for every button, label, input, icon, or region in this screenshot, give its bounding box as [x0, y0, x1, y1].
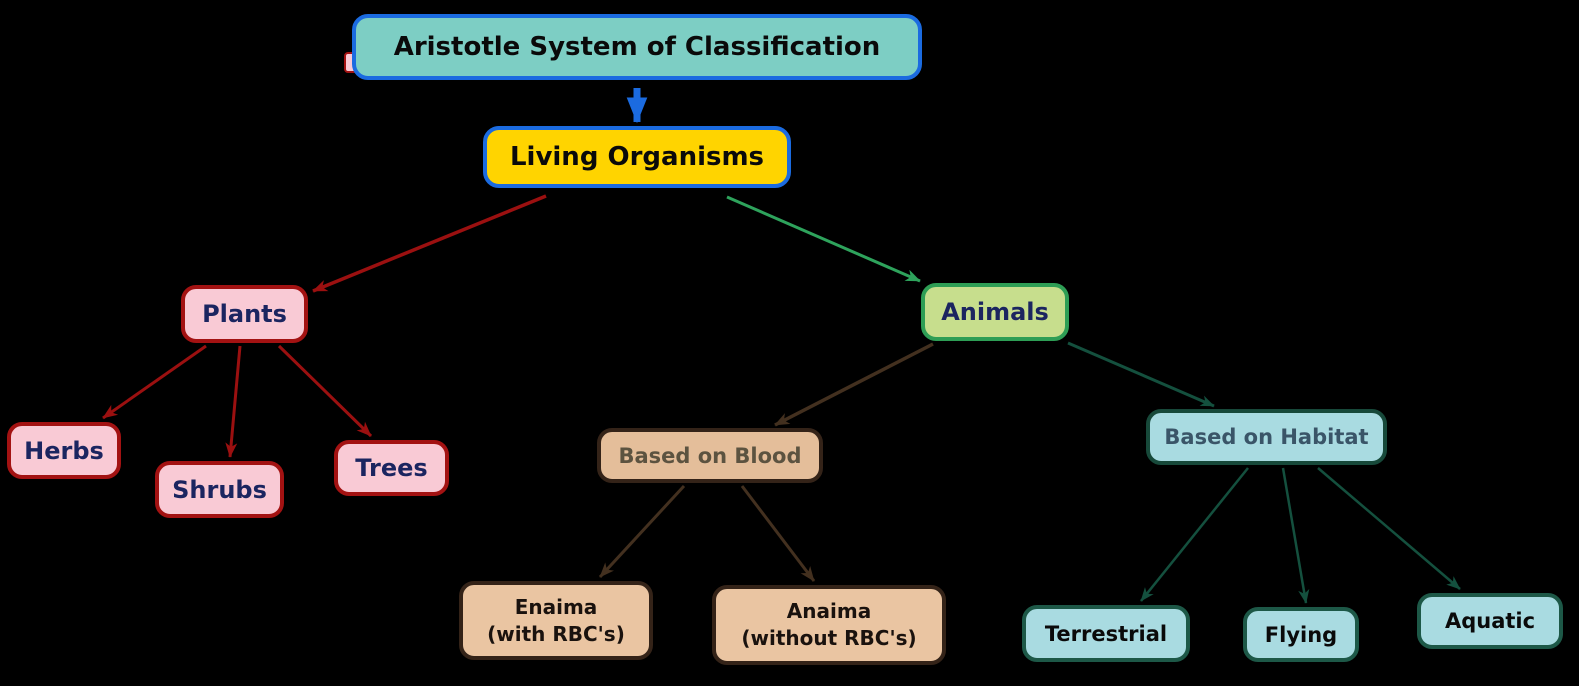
node-label: Animals	[941, 298, 1049, 326]
node-label: Flying	[1264, 622, 1338, 647]
edge-plants-shrubs	[225, 345, 242, 458]
edge-habitat-aquatic	[1317, 467, 1461, 590]
edge-animals-blood	[774, 342, 934, 427]
node-label: Trees	[355, 454, 428, 482]
node-trees: Trees	[334, 440, 449, 496]
node-aristotle-title: Aristotle System of Classification	[352, 14, 922, 80]
node-shrubs: Shrubs	[155, 461, 284, 518]
edge-living-plants	[312, 194, 547, 293]
node-label: Based on Habitat	[1164, 425, 1369, 449]
node-label: Terrestrial	[1044, 621, 1168, 646]
edge-plants-trees	[277, 344, 373, 438]
node-label: Anaima (without RBC's)	[741, 599, 917, 650]
node-terrestrial: Terrestrial	[1022, 605, 1190, 662]
node-anaima: Anaima (without RBC's)	[712, 585, 946, 665]
node-enaima: Enaima (with RBC's)	[459, 581, 653, 660]
node-label: Plants	[202, 300, 287, 328]
edge-habitat-flying	[1281, 467, 1310, 604]
node-label: Enaima (with RBC's)	[487, 594, 625, 646]
edge-living-animals	[726, 195, 921, 283]
node-aquatic: Aquatic	[1417, 593, 1563, 649]
edge-habitat-terrestrial	[1140, 467, 1249, 602]
edge-plants-herbs	[102, 344, 207, 420]
node-based-on-blood: Based on Blood	[597, 428, 823, 483]
node-living-organisms: Living Organisms	[483, 126, 791, 188]
node-label: Based on Blood	[618, 443, 802, 468]
edge-animals-habitat	[1067, 341, 1215, 408]
node-label: Living Organisms	[509, 142, 765, 172]
edge-blood-anaima	[740, 485, 816, 582]
node-label: Aquatic	[1444, 609, 1536, 633]
node-label: Herbs	[24, 436, 104, 465]
edge-blood-enaima	[598, 484, 686, 579]
node-label: Aristotle System of Classification	[393, 32, 881, 62]
node-label: Shrubs	[172, 475, 267, 504]
node-animals: Animals	[921, 283, 1069, 341]
node-herbs: Herbs	[7, 422, 121, 479]
node-based-on-habitat: Based on Habitat	[1146, 409, 1387, 465]
node-plants: Plants	[181, 285, 308, 343]
node-flying: Flying	[1243, 607, 1359, 662]
